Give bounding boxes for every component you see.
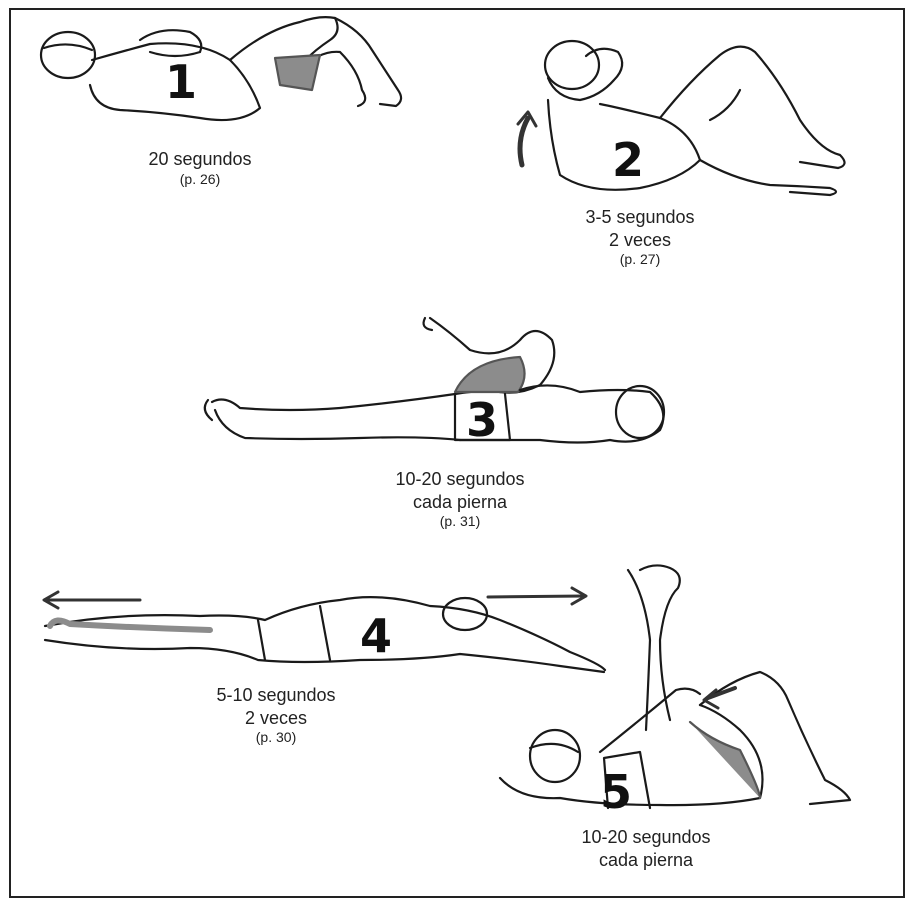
figure-2: 2 [518, 41, 845, 195]
figure-4: 4 [44, 588, 605, 672]
caption-3-duration: 10-20 segundos [370, 468, 550, 491]
caption-1-page: (p. 26) [120, 171, 280, 189]
caption-4-page: (p. 30) [196, 729, 356, 747]
caption-5-repeats: cada pierna [556, 849, 736, 872]
caption-2-repeats: 2 veces [560, 229, 720, 252]
caption-4-repeats: 2 veces [196, 707, 356, 730]
caption-1: 20 segundos (p. 26) [120, 148, 280, 188]
caption-1-duration: 20 segundos [120, 148, 280, 171]
caption-4-duration: 5-10 segundos [196, 684, 356, 707]
svg-text:2: 2 [612, 133, 644, 187]
caption-2: 3-5 segundos 2 veces (p. 27) [560, 206, 720, 269]
caption-2-page: (p. 27) [560, 251, 720, 269]
svg-text:3: 3 [466, 393, 498, 447]
caption-3: 10-20 segundos cada pierna (p. 31) [370, 468, 550, 531]
svg-text:1: 1 [165, 55, 197, 109]
figure-3: 3 [205, 318, 664, 447]
caption-5-duration: 10-20 segundos [556, 826, 736, 849]
svg-text:4: 4 [360, 609, 392, 663]
caption-3-page: (p. 31) [370, 513, 550, 531]
figure-5: 5 [500, 565, 850, 819]
caption-5: 10-20 segundos cada pierna [556, 826, 736, 871]
caption-2-duration: 3-5 segundos [560, 206, 720, 229]
caption-3-repeats: cada pierna [370, 491, 550, 514]
svg-text:5: 5 [600, 765, 632, 819]
caption-4: 5-10 segundos 2 veces (p. 30) [196, 684, 356, 747]
figure-1: 1 [41, 17, 401, 120]
